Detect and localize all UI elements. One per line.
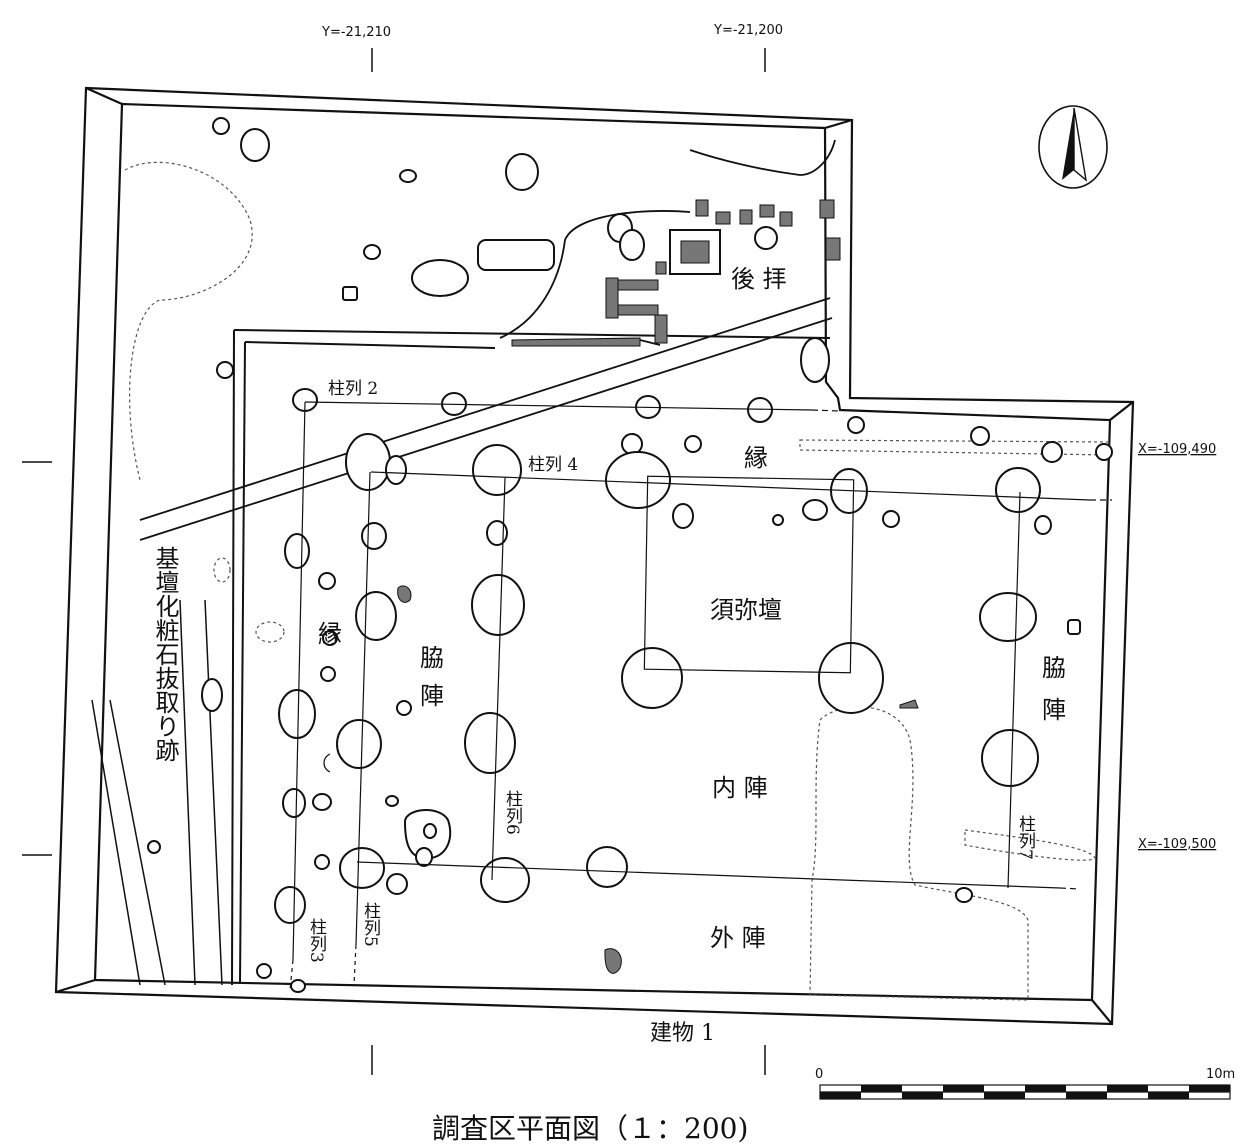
label-shumidan: 須弥壇 [710,596,782,624]
building-platform [231,329,831,986]
coord-y-right: Y=-21,200 [713,23,783,38]
column-lines [289,401,1112,991]
coord-x-top: X=-109,490 [1138,442,1216,457]
label-wakijin-left-2: 陣 [420,682,444,710]
kidan-trench [91,599,223,986]
diagonal-trench [139,297,833,541]
north-arrow-icon [1038,105,1108,189]
label-row-3: 柱列3 [306,918,327,963]
map-title: 調査区平面図（１：200) [432,1112,748,1145]
scale-end: 10m [1206,1067,1235,1082]
label-kidan: 基壇化粧石抜取り跡 [151,546,179,762]
label-en-left: 縁 [318,620,342,648]
coord-x-bottom: X=-109,500 [1138,837,1216,852]
label-row-6: 柱列6 [502,790,523,835]
label-wakijin-left-1: 脇 [420,644,444,672]
scale-zero: 0 [815,1067,823,1082]
label-row-2: 柱列 2 [328,379,378,399]
scale-bar: 0 10m [815,1067,1235,1100]
label-row-7: 柱列7 [1015,815,1036,860]
label-naijin: 内 陣 [712,774,768,802]
coord-y-left: Y=-21,210 [321,25,391,40]
post-holes [147,117,1113,993]
hatched-stones [397,199,919,974]
disturbed-areas [124,161,1111,1001]
label-en-top: 縁 [744,444,768,472]
grid-ticks [22,48,766,1075]
label-wakijin-right-1: 脇 [1042,654,1066,682]
label-wakijin-right-2: 陣 [1042,696,1066,724]
kohai-feature [499,139,836,346]
label-kohai: 後 拝 [731,265,787,293]
label-gejin: 外 陣 [710,924,766,952]
building-label: 建物 1 [650,1021,715,1046]
label-row-4: 柱列 4 [528,455,578,475]
label-row-5: 柱列5 [360,902,381,947]
